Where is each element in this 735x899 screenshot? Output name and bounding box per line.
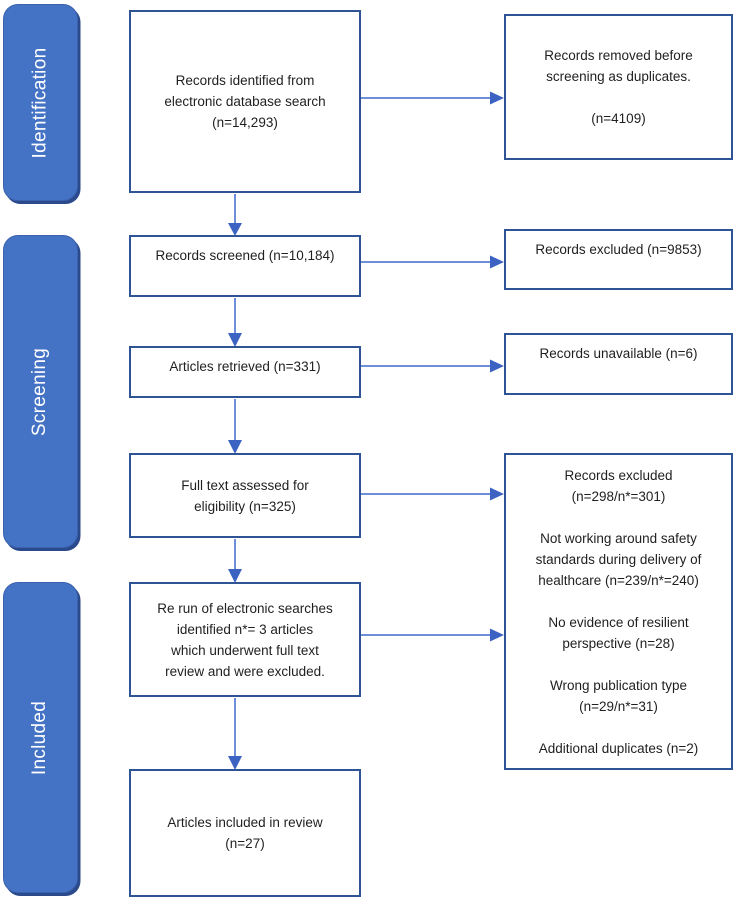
box-articles-included: Articles included in review (n=27) xyxy=(129,769,361,897)
arrow-fulltext-to-excluded xyxy=(361,487,504,501)
arrow-screened-to-retrieved xyxy=(228,298,242,347)
box-rerun-searches-text: Re run of electronic searches identified… xyxy=(157,600,333,679)
arrow-rerun-to-excluded xyxy=(361,628,504,642)
box-records-unavailable-text: Records unavailable (n=6) xyxy=(539,346,698,361)
box-records-excluded-screening-text: Records excluded (n=9853) xyxy=(535,242,702,257)
box-records-unavailable: Records unavailable (n=6) xyxy=(504,333,733,395)
stage-identification-label: Identification xyxy=(29,47,51,158)
box-records-removed-duplicates: Records removed before screening as dupl… xyxy=(504,14,733,160)
arrow-identified-to-removed xyxy=(361,91,504,105)
box-records-identified: Records identified from electronic datab… xyxy=(129,10,361,193)
box-records-excluded-fulltext: Records excluded (n=298/n*=301) Not work… xyxy=(504,453,733,770)
box-records-identified-text: Records identified from electronic datab… xyxy=(164,73,326,130)
stage-screening: Screening xyxy=(3,235,78,548)
box-records-excluded-screening: Records excluded (n=9853) xyxy=(504,229,733,290)
box-rerun-searches: Re run of electronic searches identified… xyxy=(129,582,361,697)
stage-included-label: Included xyxy=(29,700,51,775)
stage-included: Included xyxy=(3,582,78,893)
arrow-fulltext-to-rerun xyxy=(228,539,242,583)
box-fulltext-assessed-text: Full text assessed for eligibility (n=32… xyxy=(181,477,309,514)
box-articles-retrieved-text: Articles retrieved (n=331) xyxy=(169,359,321,374)
arrow-identified-to-screened xyxy=(228,194,242,236)
arrow-retrieved-to-unavailable xyxy=(361,359,504,373)
box-records-screened-text: Records screened (n=10,184) xyxy=(155,248,335,263)
box-records-removed-duplicates-text: Records removed before screening as dupl… xyxy=(544,48,693,126)
box-articles-included-text: Articles included in review (n=27) xyxy=(167,815,323,851)
arrow-rerun-to-included xyxy=(228,698,242,770)
box-records-excluded-fulltext-text: Records excluded (n=298/n*=301) Not work… xyxy=(535,467,702,756)
box-articles-retrieved: Articles retrieved (n=331) xyxy=(129,346,361,398)
stage-screening-label: Screening xyxy=(29,347,51,436)
box-records-screened: Records screened (n=10,184) xyxy=(129,235,361,297)
arrow-screened-to-excluded xyxy=(361,255,504,269)
box-fulltext-assessed: Full text assessed for eligibility (n=32… xyxy=(129,453,361,538)
arrow-retrieved-to-fulltext xyxy=(228,399,242,454)
stage-identification: Identification xyxy=(3,4,78,201)
